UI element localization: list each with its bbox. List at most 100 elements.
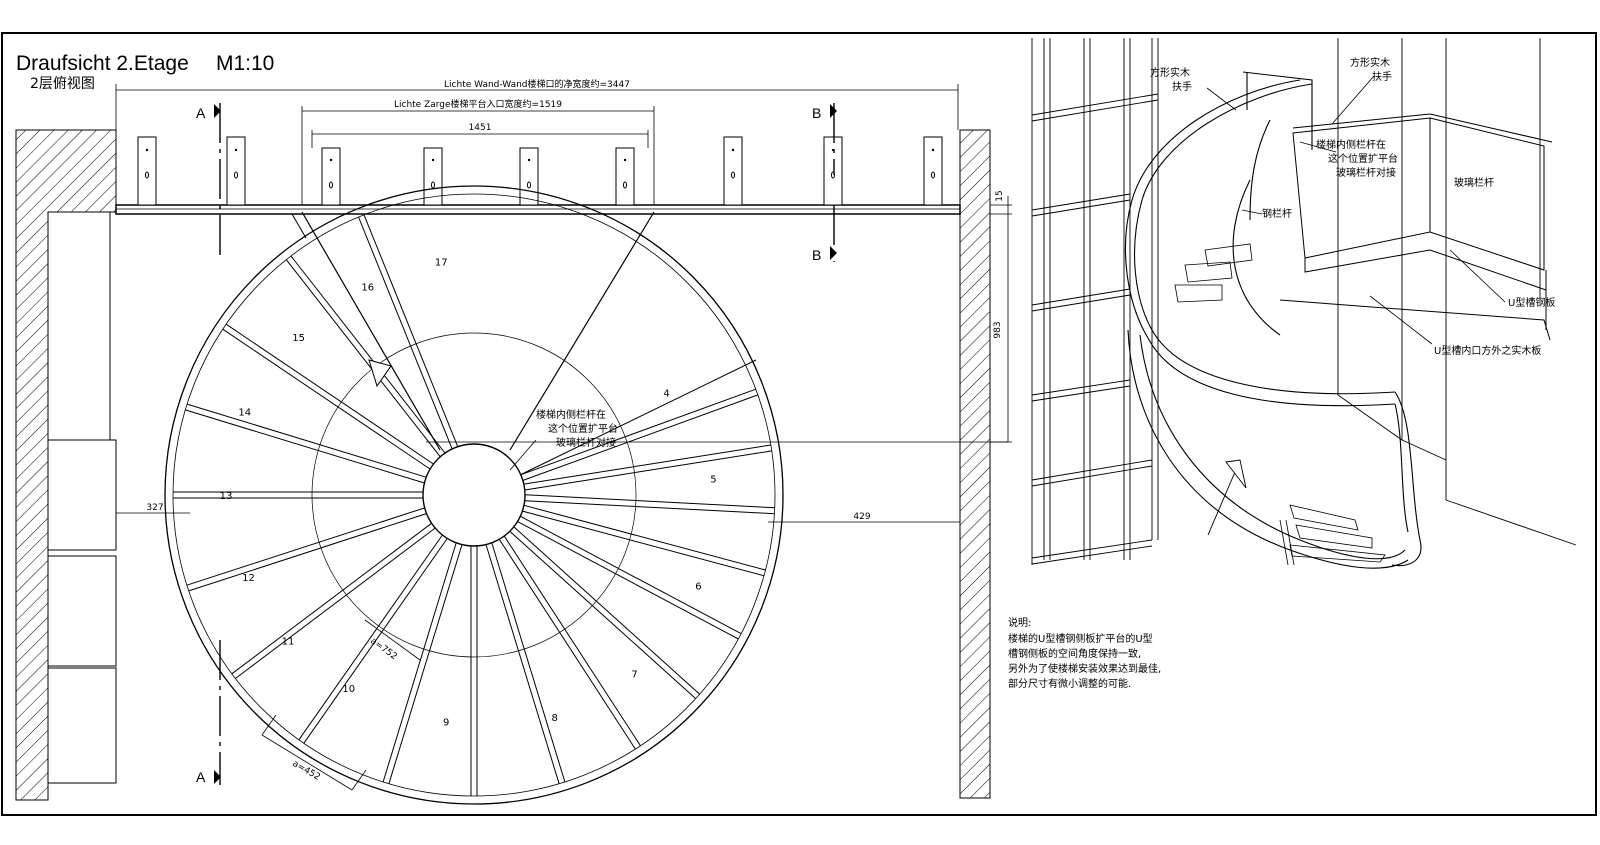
tread-edge xyxy=(520,515,742,635)
dimension-depth-label: 983 xyxy=(993,321,1003,338)
center-column xyxy=(422,443,526,547)
radius-inner-label: a=752 xyxy=(368,636,398,662)
plan-note-line-2: 这个位置扩平台 xyxy=(548,422,618,435)
section-marker-a-bottom: A xyxy=(196,640,221,785)
label-handrail-right-1: 方形实木 xyxy=(1350,56,1390,69)
dimension-frame-opening: Lichte Zarge楼梯平台入口宽度约=1519 xyxy=(301,98,655,205)
dimension-right-gap-label: 429 xyxy=(853,512,870,522)
tread-edge xyxy=(525,494,775,509)
section-marker-a-top: A xyxy=(196,103,221,255)
dimension-inner-opening-label: 1451 xyxy=(469,123,492,133)
tread-edge xyxy=(186,403,427,478)
step-number: 11 xyxy=(282,636,295,647)
tread-edge xyxy=(358,216,453,449)
right-wall xyxy=(959,129,991,799)
tread-edge xyxy=(363,214,459,447)
sheet-border xyxy=(1,32,1597,816)
room-walls xyxy=(1337,38,1577,546)
tread-edge xyxy=(222,328,431,470)
step-number: 15 xyxy=(292,333,305,344)
notes-heading: 说明: xyxy=(1008,616,1031,629)
glass-railing xyxy=(1279,113,1553,341)
tread-edge xyxy=(231,522,432,675)
tread-edge xyxy=(522,394,759,481)
tread-edge xyxy=(298,534,443,741)
step-number: 4 xyxy=(663,389,669,400)
dimension-left-gap-label: 327 xyxy=(146,503,163,513)
spiral-steps-3d xyxy=(1174,243,1386,566)
dimension-radius-inner: a=752 xyxy=(364,619,421,662)
tread-edge xyxy=(303,538,448,744)
step-number: 12 xyxy=(242,573,255,584)
notes-block: 说明: 楼梯的U型槽钢侧板扩平台的U型 槽钢侧板的空间角度保持一致, 另外为了使… xyxy=(1008,616,1161,690)
dimension-wall-to-wall: Lichte Wand-Wand楼梯口的净宽度约=3447 xyxy=(115,78,959,130)
spiral-stair xyxy=(164,185,784,805)
tread-edge xyxy=(524,500,775,515)
tread-edge xyxy=(485,544,560,784)
direction-arrow xyxy=(368,359,392,388)
tread-edge xyxy=(523,444,771,485)
dimension-left-gap: 327 xyxy=(116,503,190,514)
label-inner-rail-1: 楼梯内侧栏杆在 xyxy=(1316,138,1386,151)
walking-line xyxy=(311,332,637,658)
step-number: 8 xyxy=(552,713,558,724)
tread-edge xyxy=(290,255,446,454)
step-number: 13 xyxy=(220,491,233,502)
plan-annotation: 楼梯内侧栏杆在 这个位置扩平台 玻璃栏杆对接 xyxy=(509,359,757,476)
notes-line-4: 部分尺寸有微小调整的可能. xyxy=(1008,677,1131,690)
step-number: 10 xyxy=(342,684,355,695)
section-a-bottom-label: A xyxy=(196,769,206,785)
dimension-depth: 983 15 xyxy=(990,190,1012,443)
tread-edge xyxy=(382,542,457,783)
step-number: 14 xyxy=(238,408,251,419)
section-marker-b-top: B xyxy=(812,103,837,175)
leader-lines xyxy=(1206,75,1506,345)
step-number: 7 xyxy=(631,669,637,680)
step-number: 5 xyxy=(710,474,716,485)
dimension-right-gap: 429 xyxy=(768,512,960,523)
tread-edge xyxy=(188,513,427,592)
dimension-frame-opening-label: Lichte Zarge楼梯平台入口宽度约=1519 xyxy=(394,98,562,110)
plan-title: Draufsicht 2.Etage xyxy=(16,52,189,75)
step-number: 6 xyxy=(695,582,701,593)
dimension-wall-to-wall-label: Lichte Wand-Wand楼梯口的净宽度约=3447 xyxy=(444,78,630,90)
label-u-channel-inner: U型槽内口方外之实木板 xyxy=(1434,344,1541,357)
section-a-top-label: A xyxy=(196,105,206,121)
stair-outer-edge-inner xyxy=(172,193,776,797)
radius-outer-label: a=452 xyxy=(291,759,322,783)
tread-edge xyxy=(235,527,436,679)
plan-scale: M1:10 xyxy=(216,52,274,75)
step-number: 9 xyxy=(443,717,449,728)
label-inner-rail-3: 玻璃栏杆对接 xyxy=(1336,166,1396,179)
step-number: 16 xyxy=(361,283,374,294)
label-handrail-left-2: 扶手 xyxy=(1172,80,1192,93)
spiral-stringer xyxy=(1124,71,1422,569)
label-glass-rail: 玻璃栏杆 xyxy=(1454,176,1494,189)
label-u-channel: U型槽钢板 xyxy=(1508,296,1555,309)
view-3d-labels: 方形实木 扶手 方形实木 扶手 楼梯内侧栏杆在 这个位置扩平台 玻璃栏杆对接 玻… xyxy=(1150,56,1555,357)
tread-edge xyxy=(491,542,566,783)
tread-edge xyxy=(388,544,463,784)
dimension-inner-opening: 1451 xyxy=(311,123,649,148)
tread-edge xyxy=(225,323,434,465)
tread-edge xyxy=(503,535,641,747)
tread-edge xyxy=(522,510,765,577)
shelving-unit xyxy=(1031,38,1159,565)
left-wall xyxy=(15,129,117,801)
tread-edge xyxy=(186,507,425,586)
label-handrail-right-2: 扶手 xyxy=(1372,70,1392,83)
tread-edge xyxy=(520,388,756,476)
tread-edge xyxy=(498,539,636,750)
tread-edge xyxy=(524,450,772,491)
step-number-labels: 4 5 6 7 8 9 10 11 12 13 14 15 16 17 xyxy=(220,257,717,728)
notes-line-1: 楼梯的U型槽钢侧板扩平台的U型 xyxy=(1008,632,1153,645)
tread-edge xyxy=(517,521,739,640)
notes-line-3: 另外为了使楼梯安装效果达到最佳, xyxy=(1008,662,1161,675)
tread-edge xyxy=(509,531,697,699)
tread-edge xyxy=(513,526,701,695)
section-marker-b-bottom: B xyxy=(812,205,837,263)
direction-arrow-3d xyxy=(1207,459,1247,536)
step-number: 17 xyxy=(435,257,448,268)
section-b-top-label: B xyxy=(812,105,821,121)
